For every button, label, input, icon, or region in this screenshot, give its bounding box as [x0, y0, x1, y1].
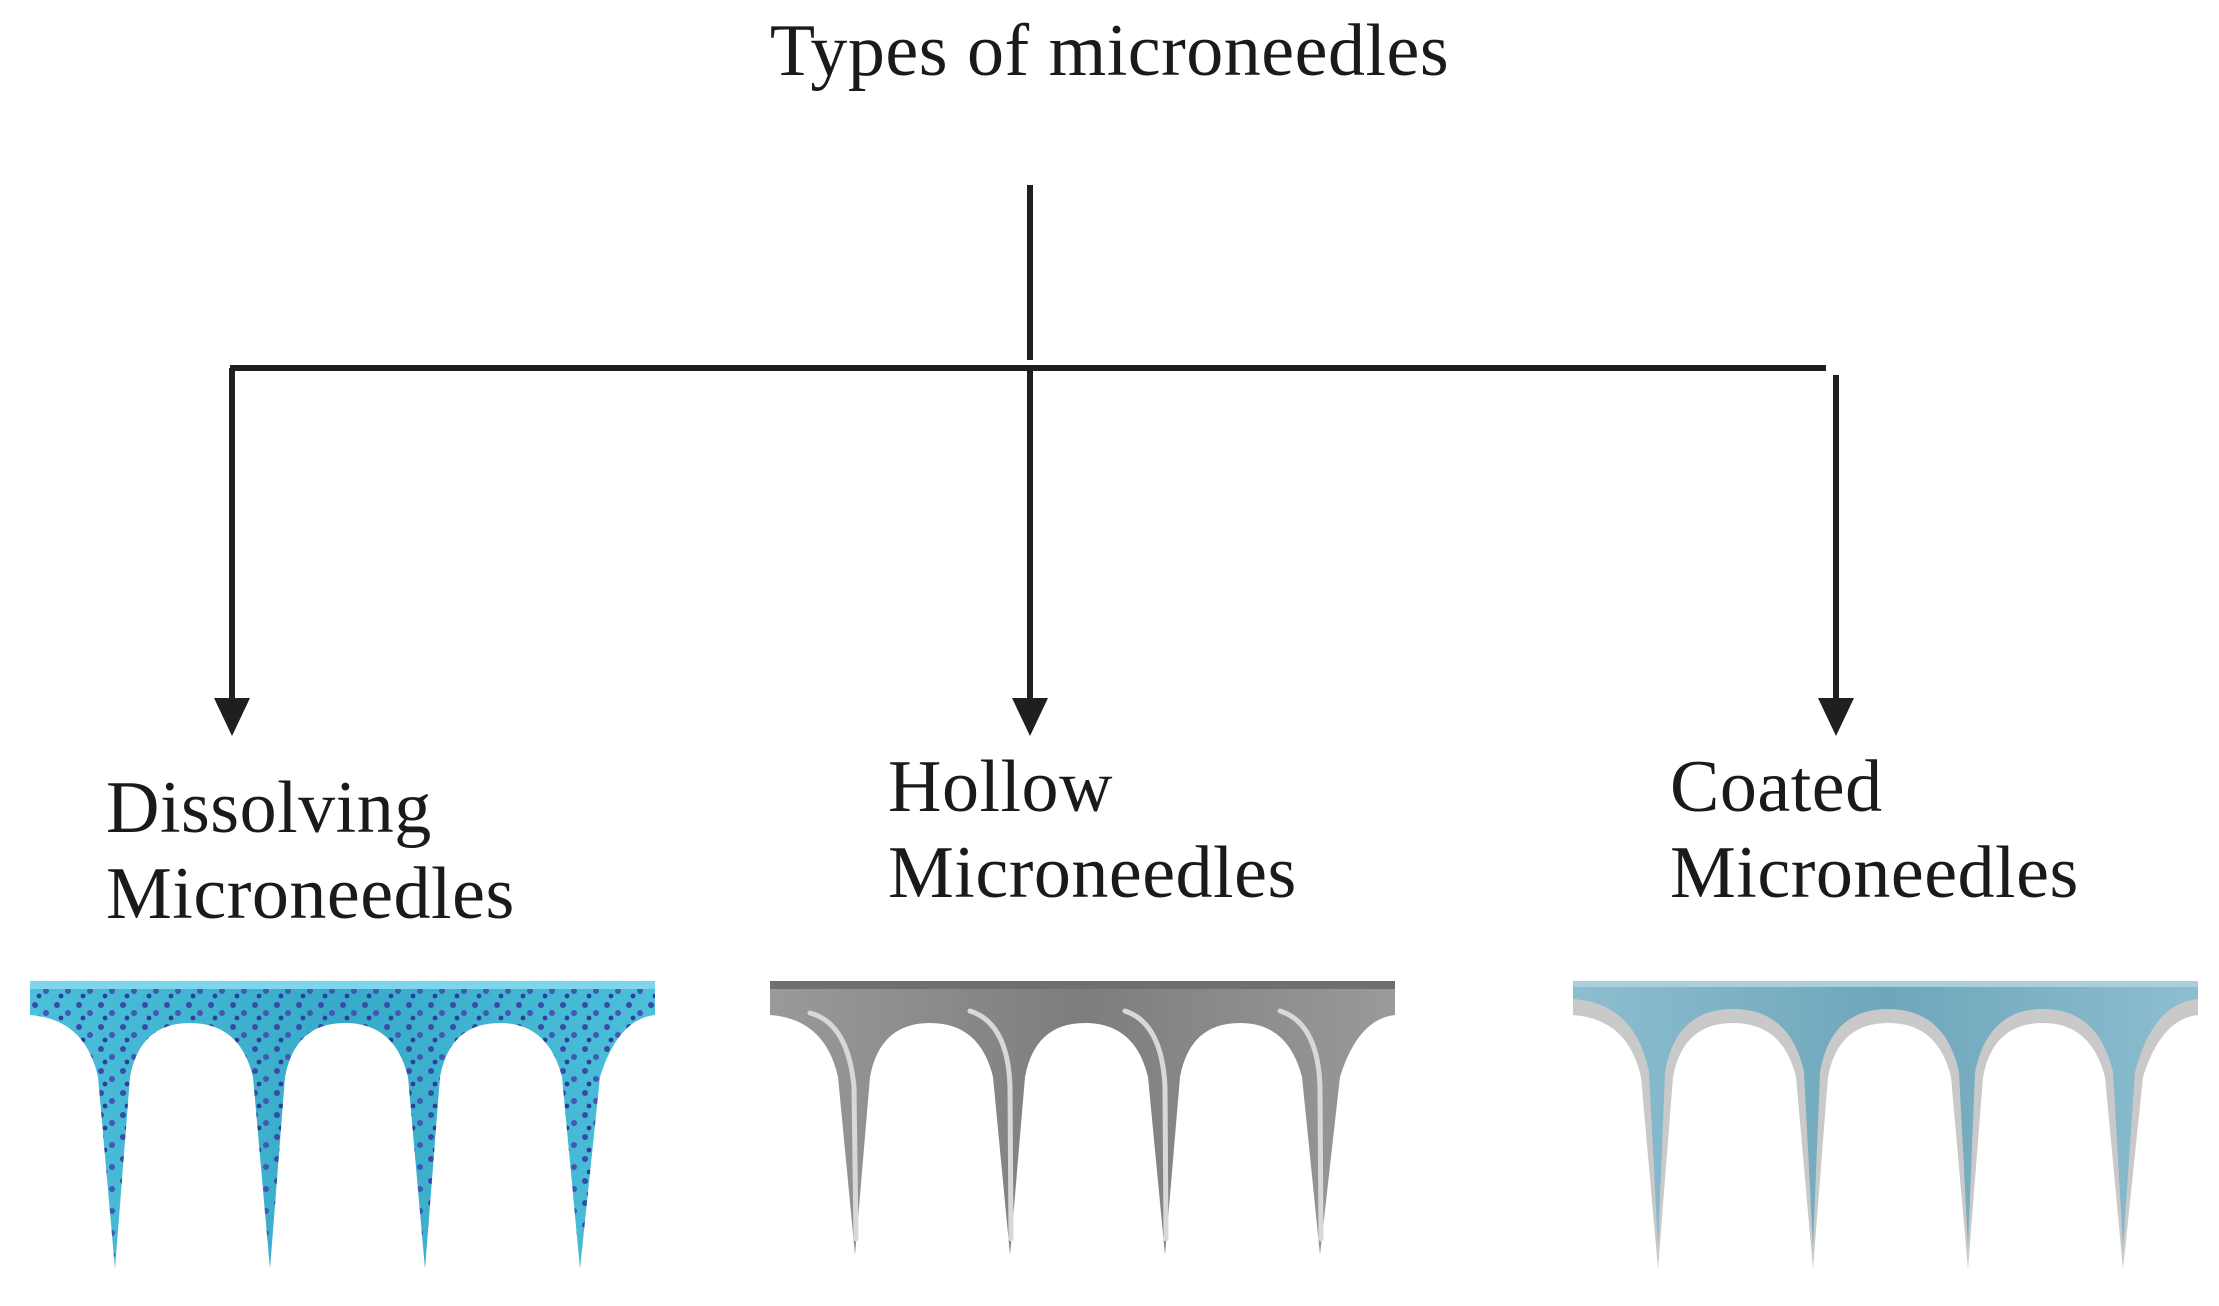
label-hollow-microneedles: Hollow Microneedles: [888, 744, 1297, 916]
label-dissolving-microneedles: Dissolving Microneedles: [106, 765, 515, 937]
label-coated-microneedles: Coated Microneedles: [1670, 744, 2079, 916]
coated-microneedle-patch-icon: [1573, 981, 2198, 1269]
label-hollow-line1: Hollow: [888, 746, 1113, 828]
arrowhead-middle-icon: [1012, 698, 1048, 736]
hollow-microneedle-patch-icon: [770, 981, 1395, 1255]
label-dissolving-line2: Microneedles: [106, 853, 515, 935]
arrowhead-right-icon: [1818, 698, 1854, 736]
label-hollow-line2: Microneedles: [888, 832, 1297, 914]
label-coated-line1: Coated: [1670, 746, 1883, 828]
arrowhead-left-icon: [214, 698, 250, 736]
dissolving-microneedle-patch-icon: [30, 981, 655, 1269]
label-dissolving-line1: Dissolving: [106, 767, 432, 849]
diagram-title: Types of microneedles: [769, 10, 1450, 92]
label-coated-line2: Microneedles: [1670, 832, 2079, 914]
